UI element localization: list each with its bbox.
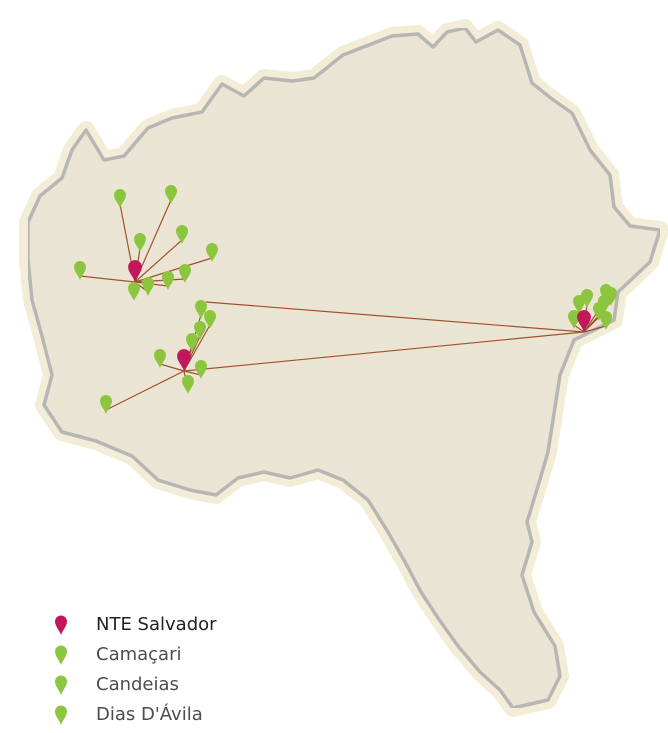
school-marker[interactable] <box>204 310 216 329</box>
map-pin-icon <box>194 321 206 340</box>
school-marker[interactable] <box>100 395 112 414</box>
map-pin-icon <box>176 225 188 244</box>
legend-item-candeias: Candeias <box>50 670 217 700</box>
map-pin-icon <box>165 185 177 204</box>
legend-item-dias-davila: Dias D'Ávila <box>50 700 217 730</box>
legend-label: Dias D'Ávila <box>96 704 203 725</box>
legend-label: Camaçari <box>96 644 182 665</box>
school-marker[interactable] <box>195 360 207 379</box>
map-pin-icon <box>206 243 218 262</box>
legend-item-camacari: Camaçari <box>50 640 217 670</box>
school-marker[interactable] <box>195 300 207 319</box>
map-pin-icon <box>74 261 86 280</box>
route-line <box>183 324 211 372</box>
school-marker[interactable] <box>206 243 218 262</box>
map-pin-icon <box>100 395 112 414</box>
map-pin-icon <box>177 349 191 371</box>
school-marker[interactable] <box>598 295 610 314</box>
school-marker[interactable] <box>593 302 605 321</box>
map-pin-icon <box>568 310 580 329</box>
route-line <box>79 275 136 283</box>
legend-pin-shape <box>55 705 67 725</box>
map-pin-icon <box>114 189 126 208</box>
map-pin-icon <box>600 311 612 330</box>
state-land <box>26 26 662 710</box>
map-pin-icon <box>573 295 585 314</box>
school-marker[interactable] <box>182 375 194 394</box>
school-marker[interactable] <box>568 310 580 329</box>
map-pin-icon <box>128 260 142 282</box>
map-legend: NTE Salvador Camaçari Candeias Dias D'Áv… <box>50 610 217 730</box>
map-pin-icon <box>581 289 593 308</box>
route-line <box>583 325 607 333</box>
legend-pin-shape <box>55 615 67 635</box>
legend-label: NTE Salvador <box>96 614 217 635</box>
map-pin-icon <box>593 302 605 321</box>
route-line <box>134 239 183 283</box>
trunk-route-line <box>205 301 585 333</box>
map-pin-icon <box>162 271 174 290</box>
school-marker[interactable] <box>605 287 617 306</box>
school-marker[interactable] <box>194 321 206 340</box>
legend-item-nte-salvador: NTE Salvador <box>50 610 217 640</box>
map-pin-icon <box>55 705 67 725</box>
hub-east-marker[interactable] <box>577 310 591 332</box>
location-markers <box>74 185 617 414</box>
map-pin-icon <box>154 349 166 368</box>
map-pin-icon <box>598 295 610 314</box>
map-pin-icon <box>55 615 67 635</box>
school-marker[interactable] <box>142 277 154 296</box>
school-marker[interactable] <box>154 349 166 368</box>
hub-south-marker[interactable] <box>177 349 191 371</box>
map-pin-icon <box>142 277 154 296</box>
route-line <box>105 370 185 411</box>
school-marker[interactable] <box>162 271 174 290</box>
school-marker[interactable] <box>176 225 188 244</box>
map-pin-icon <box>204 310 216 329</box>
map-pin-icon <box>577 310 591 332</box>
school-marker[interactable] <box>600 311 612 330</box>
route-line <box>583 316 600 333</box>
map-pin-icon <box>182 375 194 394</box>
map-pin-icon <box>55 645 67 665</box>
route-line <box>159 363 185 372</box>
map-pin-icon <box>55 675 67 695</box>
state-outline <box>19 19 668 717</box>
route-line <box>183 370 202 376</box>
map-pin-icon <box>134 233 146 252</box>
map-pin-icon <box>128 282 140 301</box>
school-marker[interactable] <box>128 282 140 301</box>
school-marker[interactable] <box>134 233 146 252</box>
hub-north-marker[interactable] <box>128 260 142 282</box>
school-marker[interactable] <box>573 295 585 314</box>
map-pin-icon <box>195 360 207 379</box>
map-pin-icon <box>195 300 207 319</box>
map-pin-icon <box>186 333 198 352</box>
school-marker[interactable] <box>186 333 198 352</box>
trunk-route-line <box>183 331 585 372</box>
school-marker[interactable] <box>581 289 593 308</box>
legend-pin-shape <box>55 675 67 695</box>
school-marker[interactable] <box>74 261 86 280</box>
school-marker[interactable] <box>179 264 191 283</box>
school-marker[interactable] <box>165 185 177 204</box>
map-pin-icon <box>605 287 617 306</box>
legend-pin-shape <box>55 645 67 665</box>
school-marker[interactable] <box>114 189 126 208</box>
legend-label: Candeias <box>96 674 179 695</box>
route-line <box>573 324 585 333</box>
map-pin-icon <box>179 264 191 283</box>
